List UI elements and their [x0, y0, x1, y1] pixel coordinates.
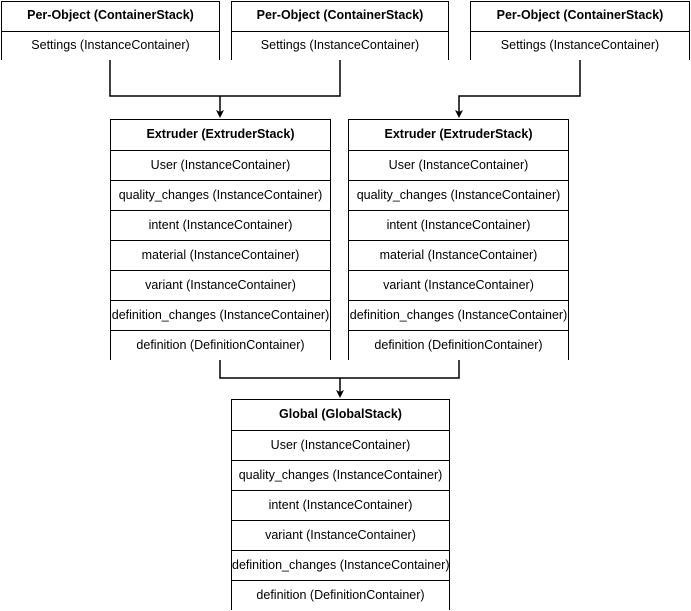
box-extruder-1[interactable]: Extruder (ExtruderStack) User (InstanceC… — [110, 119, 331, 360]
box-row: quality_changes (InstanceContainer) — [232, 460, 449, 490]
box-row: intent (InstanceContainer) — [232, 490, 449, 520]
box-row: material (InstanceContainer) — [349, 240, 568, 270]
box-row: Settings (InstanceContainer) — [232, 31, 448, 60]
box-header: Extruder (ExtruderStack) — [111, 120, 330, 150]
box-row: definition (DefinitionContainer) — [111, 330, 330, 360]
box-row: material (InstanceContainer) — [111, 240, 330, 270]
edge-extruder2-to-global — [340, 360, 460, 379]
box-row: definition_changes (InstanceContainer) — [111, 300, 330, 330]
box-header: Extruder (ExtruderStack) — [349, 120, 568, 150]
box-row: variant (InstanceContainer) — [232, 520, 449, 550]
box-header: Per-Object (ContainerStack) — [471, 2, 689, 31]
box-row: definition_changes (InstanceContainer) — [232, 550, 449, 580]
box-row: quality_changes (InstanceContainer) — [349, 180, 568, 210]
box-header: Per-Object (ContainerStack) — [232, 2, 448, 31]
box-row: definition_changes (InstanceContainer) — [349, 300, 568, 330]
box-row: quality_changes (InstanceContainer) — [111, 180, 330, 210]
box-row: definition (DefinitionContainer) — [349, 330, 568, 360]
box-row: definition (DefinitionContainer) — [232, 580, 449, 610]
edge-perobject1-to-extruder1 — [109, 60, 220, 97]
edge-perobject2-to-extruder1 — [220, 60, 341, 97]
box-row: variant (InstanceContainer) — [349, 270, 568, 300]
box-row: intent (InstanceContainer) — [349, 210, 568, 240]
box-row: variant (InstanceContainer) — [111, 270, 330, 300]
box-header: Per-Object (ContainerStack) — [2, 2, 219, 31]
box-per-object-2[interactable]: Per-Object (ContainerStack) Settings (In… — [231, 1, 449, 60]
box-row: intent (InstanceContainer) — [111, 210, 330, 240]
box-per-object-3[interactable]: Per-Object (ContainerStack) Settings (In… — [470, 1, 690, 60]
box-row: Settings (InstanceContainer) — [471, 31, 689, 60]
box-row: User (InstanceContainer) — [349, 150, 568, 180]
box-extruder-2[interactable]: Extruder (ExtruderStack) User (InstanceC… — [348, 119, 569, 360]
box-global-stack[interactable]: Global (GlobalStack) User (InstanceConta… — [231, 399, 450, 610]
edge-perobject3-to-extruder2 — [455, 60, 581, 118]
box-header: Global (GlobalStack) — [232, 400, 449, 430]
box-row: Settings (InstanceContainer) — [2, 31, 219, 60]
edge-extruder1-to-global — [219, 360, 340, 379]
box-row: User (InstanceContainer) — [111, 150, 330, 180]
box-row: User (InstanceContainer) — [232, 430, 449, 460]
box-per-object-1[interactable]: Per-Object (ContainerStack) Settings (In… — [1, 1, 220, 60]
